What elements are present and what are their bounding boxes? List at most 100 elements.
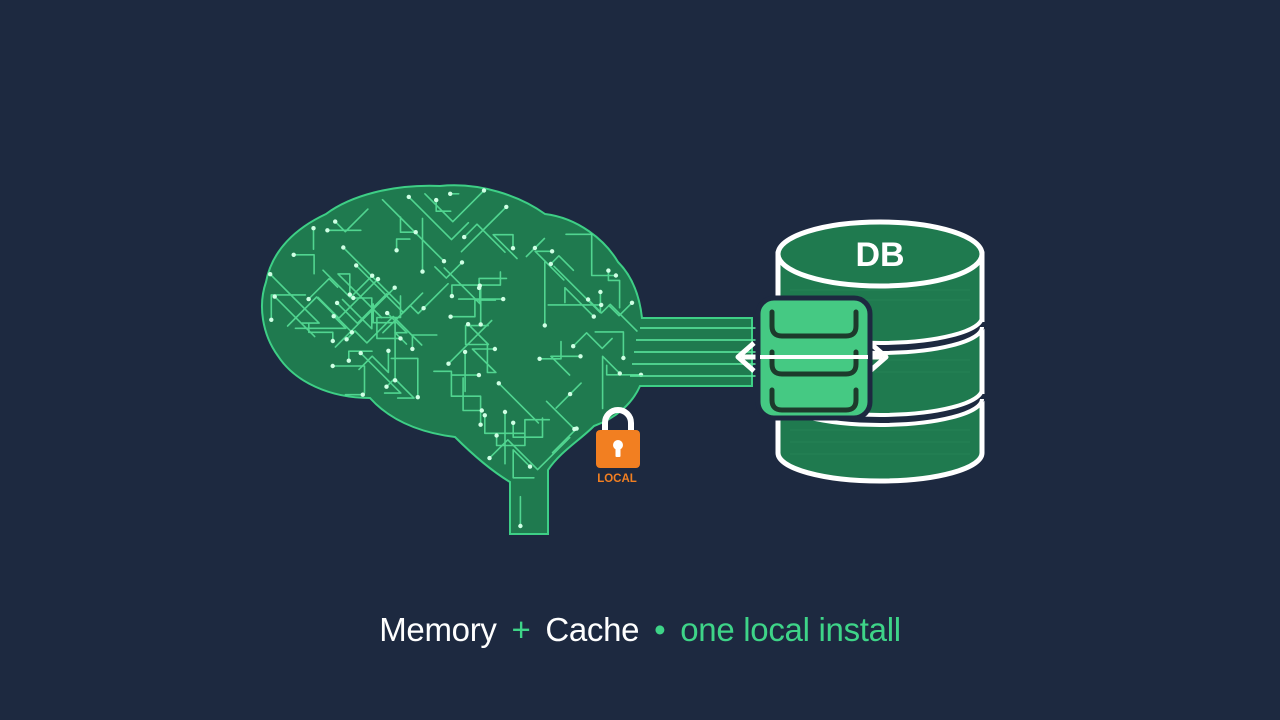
circuit-node	[385, 310, 390, 316]
caption: Memory + Cache • one local install	[0, 606, 1280, 654]
circuit-node	[462, 349, 468, 355]
circuit-trace	[565, 233, 617, 277]
circuit-trace	[269, 273, 320, 324]
caption-cache: Cache	[545, 611, 640, 648]
circuit-node	[476, 372, 482, 378]
circuit-trace	[462, 377, 483, 412]
circuit-node	[334, 300, 340, 306]
circuit-trace	[382, 282, 449, 334]
circuit-node	[504, 204, 509, 210]
circuit-trace	[512, 449, 535, 479]
circuit-node	[459, 260, 465, 265]
circuit-node	[325, 228, 330, 233]
circuit-node	[331, 314, 336, 319]
caption-one-local-install: one local install	[680, 611, 901, 648]
circuit-node	[386, 348, 391, 353]
caption-plus: +	[511, 611, 531, 648]
circuit-trace	[492, 233, 518, 260]
circuit-node	[384, 384, 389, 389]
circuit-trace	[447, 319, 493, 365]
circuit-trace	[443, 267, 481, 305]
caption-memory: Memory	[379, 611, 497, 648]
lock-label: LOCAL	[597, 473, 637, 485]
circuit-node	[420, 269, 425, 274]
circuit-trace	[348, 350, 373, 362]
circuit-node	[548, 261, 553, 267]
circuit-node	[567, 391, 573, 397]
circuit-node	[344, 337, 349, 342]
cache-bidirectional-arrow-icon	[735, 295, 889, 421]
circuit-node	[532, 245, 538, 251]
circuit-node	[606, 268, 611, 273]
circuit-node	[496, 381, 501, 386]
circuit-trace	[545, 400, 576, 430]
circuit-trace	[395, 238, 411, 252]
circuit-trace	[449, 299, 497, 318]
circuit-node	[421, 306, 426, 311]
circuit-trace	[572, 332, 613, 350]
circuit-trace	[359, 352, 402, 394]
circuit-trace	[608, 302, 633, 317]
circuit-node	[462, 234, 467, 240]
circuit-trace	[399, 216, 417, 233]
circuit-node	[571, 344, 576, 349]
circuit-trace	[564, 286, 595, 318]
circuit-node	[410, 346, 415, 352]
circuit-node	[479, 408, 484, 413]
circuit-trace	[587, 298, 638, 332]
circuit-node	[434, 197, 439, 203]
circuit-node	[502, 409, 508, 415]
circuit-trace	[484, 414, 525, 435]
circuit-trace	[601, 355, 621, 410]
circuit-node	[358, 350, 363, 356]
circuit-node	[415, 395, 420, 400]
circuit-trace	[341, 297, 373, 330]
circuit-trace	[551, 427, 578, 454]
circuit-trace	[605, 364, 642, 376]
circuit-node	[392, 285, 397, 290]
circuit-node	[306, 296, 311, 302]
circuit-node	[392, 378, 398, 383]
circuit-node	[413, 230, 418, 235]
circuit-node	[617, 371, 622, 376]
circuit-trace	[424, 189, 485, 223]
circuit-node	[346, 358, 351, 363]
circuit-trace	[331, 365, 366, 394]
circuit-node	[269, 317, 274, 322]
circuit-node	[501, 296, 506, 302]
circuit-node	[527, 464, 533, 469]
circuit-trace	[464, 323, 490, 346]
circuit-trace	[334, 286, 396, 348]
circuit-trace	[538, 340, 562, 360]
circuit-trace	[317, 278, 379, 319]
circuit-trace	[342, 246, 401, 306]
circuit-node	[549, 249, 555, 254]
circuit-node	[481, 188, 487, 193]
circuit-node	[478, 422, 483, 427]
circuit-node	[341, 245, 346, 250]
circuit-node	[448, 314, 453, 319]
circuit-trace	[381, 198, 445, 262]
circuit-node	[268, 272, 273, 277]
circuit-trace	[390, 357, 419, 398]
circuit-node	[448, 191, 453, 196]
circuit-node	[333, 219, 338, 224]
circuit-node	[349, 330, 355, 335]
circuit-node	[291, 252, 296, 257]
brain-circuit-icon	[261, 184, 756, 535]
circuit-trace	[307, 277, 339, 300]
circuit-trace	[607, 269, 621, 309]
circuit-node	[272, 294, 277, 299]
circuit-node	[354, 263, 359, 268]
circuit-node	[511, 420, 516, 425]
circuit-trace	[270, 294, 307, 321]
circuit-node	[449, 293, 455, 299]
circuit-node	[398, 336, 403, 341]
circuit-trace	[385, 377, 415, 399]
circuit-trace	[594, 331, 625, 359]
circuit-trace	[434, 261, 463, 279]
circuit-trace	[334, 208, 369, 233]
circuit-node	[446, 361, 451, 366]
